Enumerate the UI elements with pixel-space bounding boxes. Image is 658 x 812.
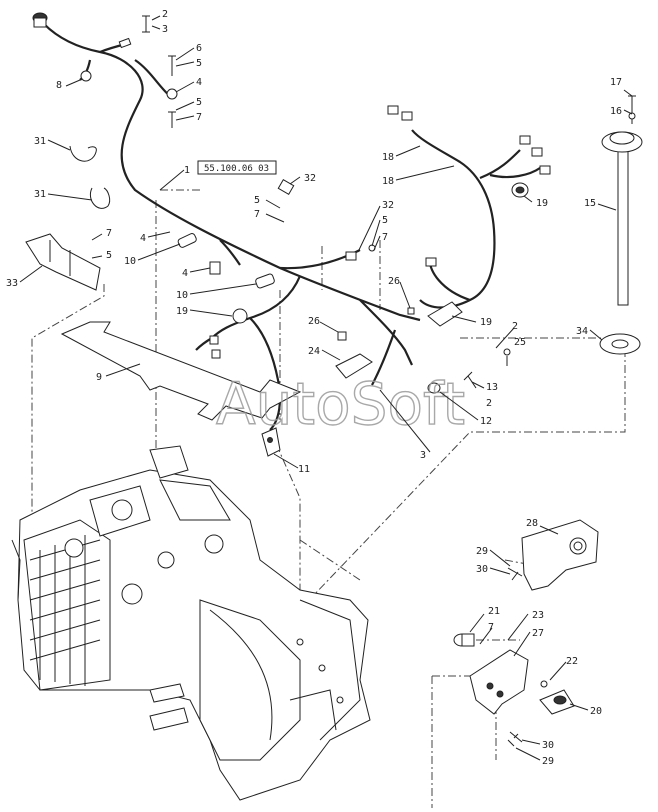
callout-label: 4: [140, 233, 146, 244]
callout-label: 1: [184, 165, 190, 176]
callout-label: 5: [254, 195, 260, 206]
callout-label: 5: [196, 97, 202, 108]
leader-lines: [19, 15, 633, 761]
callout-label: 18: [382, 176, 394, 187]
callout-label: 2: [162, 9, 168, 20]
callout-label: 10: [124, 256, 136, 267]
callout-label: 4: [196, 77, 202, 88]
tractor-frame: [11, 445, 371, 801]
callout-label: 28: [526, 518, 538, 529]
callout-label: 7: [488, 622, 494, 633]
callout-label: 16: [610, 106, 622, 117]
callout-label: 3: [162, 24, 168, 35]
reference-callout: 55.100.06 03: [197, 160, 277, 175]
callout-label: 7: [196, 112, 202, 123]
callout-label: 10: [176, 290, 188, 301]
callout-label: 26: [308, 316, 320, 327]
callout-label: 26: [388, 276, 400, 287]
callout-label: 29: [542, 756, 554, 767]
callout-label: 25: [514, 337, 526, 348]
callout-label: 18: [382, 152, 394, 163]
callout-label: 30: [542, 740, 554, 751]
callout-label: 5: [382, 215, 388, 226]
callout-label: 11: [298, 464, 310, 475]
callout-label: 13: [486, 382, 498, 393]
components: [25, 12, 643, 747]
callout-label: 33: [6, 278, 18, 289]
callout-label: 23: [532, 610, 544, 621]
watermark: AutoSoft: [216, 370, 465, 438]
callout-label: 9: [96, 372, 102, 383]
callout-label: 2: [512, 321, 518, 332]
callout-label: 19: [176, 306, 188, 317]
callout-label: 30: [476, 564, 488, 575]
callout-label: 2: [486, 398, 492, 409]
callout-label: 32: [304, 173, 316, 184]
callout-label: 29: [476, 546, 488, 557]
callout-label: 22: [566, 656, 578, 667]
callout-label: 5: [196, 58, 202, 69]
callout-label: 20: [590, 706, 602, 717]
callout-label: 7: [254, 209, 260, 220]
callout-label: 34: [576, 326, 588, 337]
callout-label: 24: [308, 346, 320, 357]
callout-label: 4: [182, 268, 188, 279]
callout-labels: 2 3 8 6 5 4 5 7 31 31 1 32 5 7 7 5 33 4 …: [6, 9, 622, 767]
callout-label: 31: [34, 189, 46, 200]
callout-label: 17: [610, 77, 622, 88]
callout-label: 32: [382, 200, 394, 211]
callout-label: 7: [106, 228, 112, 239]
callout-label: 31: [34, 136, 46, 147]
callout-label: 27: [532, 628, 544, 639]
reference-code: 55.100.06 03: [204, 164, 269, 174]
callout-label: 3: [420, 450, 426, 461]
callout-label: 5: [106, 250, 112, 261]
callout-label: 12: [480, 416, 492, 427]
callout-label: 6: [196, 43, 202, 54]
callout-label: 21: [488, 606, 500, 617]
callout-label: 19: [480, 317, 492, 328]
callout-label: 7: [382, 232, 388, 243]
callout-label: 8: [56, 80, 62, 91]
callout-label: 15: [584, 198, 596, 209]
callout-label: 19: [536, 198, 548, 209]
